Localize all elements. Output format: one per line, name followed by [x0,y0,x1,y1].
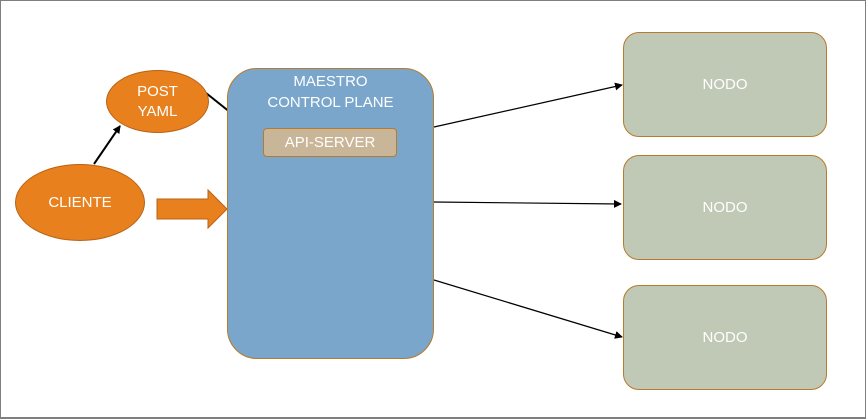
post-label: POST [137,82,178,100]
node-1-label: NODO [702,76,748,93]
node-1[interactable]: NODO [623,32,827,137]
master-title: MAESTRO CONTROL PLANE [228,71,433,113]
post-yaml-ellipse[interactable]: POST YAML [106,70,209,133]
arrow-client-to-post [93,125,121,165]
node-2-label: NODO [702,199,748,216]
master-title-line1: MAESTRO [293,73,368,90]
master-title-line2: CONTROL PLANE [267,94,394,111]
client-label: CLIENTE [48,193,112,211]
client-ellipse[interactable]: CLIENTE [15,164,145,241]
node-2[interactable]: NODO [623,155,827,260]
block-arrow-client-to-master [156,188,228,230]
arrow-master-to-node-1 [433,82,623,128]
api-server-label: API-SERVER [284,134,376,151]
arrow-master-to-node-2 [433,199,622,208]
master-control-plane[interactable]: MAESTRO CONTROL PLANE API-SERVER [227,68,434,359]
arrow-master-to-node-3 [433,279,623,339]
node-3-label: NODO [702,329,748,346]
api-server-box[interactable]: API-SERVER [263,128,397,157]
node-3[interactable]: NODO [623,285,827,390]
yaml-label: YAML [137,102,178,120]
